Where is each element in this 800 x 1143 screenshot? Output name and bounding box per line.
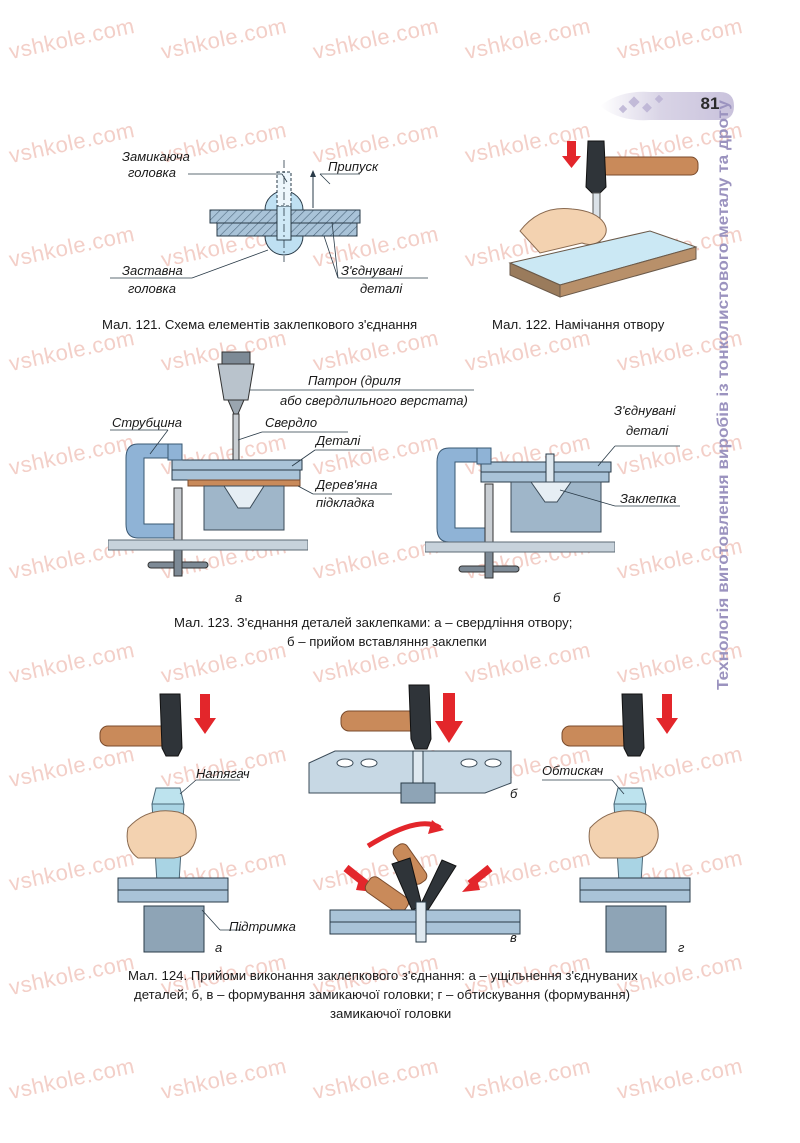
watermark-text: vshkole.com	[158, 1053, 289, 1105]
watermark-text: vshkole.com	[462, 1053, 593, 1105]
rivet-joint-diagram	[209, 160, 361, 262]
rivet-insertion-illustration	[425, 447, 615, 579]
side-section-title: Технологія виготовлення виробів із тонко…	[715, 100, 732, 690]
caption-fig124-line3: замикаючої головки	[330, 1006, 452, 1021]
label-crimp: Обтискач	[542, 763, 604, 778]
watermark-text: vshkole.com	[158, 13, 289, 65]
label-closing-head-2: головка	[128, 165, 176, 180]
crimping-illustration	[561, 693, 691, 953]
compacting-illustration	[99, 693, 229, 953]
fig123b-leaders	[559, 445, 680, 507]
watermark-text: vshkole.com	[614, 13, 745, 65]
label-clamp: Струбцина	[112, 415, 183, 430]
label-joined-parts-2: деталі	[360, 281, 403, 296]
forming-head-v-illustration	[329, 820, 521, 943]
watermark-text: vshkole.com	[462, 13, 593, 65]
watermark-text: vshkole.com	[6, 1053, 137, 1105]
caption-fig123-line1: Мал. 123. З'єднання деталей заклепками: …	[174, 615, 573, 630]
subfig-label-124v: в	[510, 930, 517, 945]
subfig-label-a: а	[235, 590, 243, 605]
fig123a-leaders	[110, 389, 474, 495]
forming-head-b-illustration	[308, 684, 512, 804]
label-support: Підтримка	[229, 919, 296, 934]
subfig-label-124a: а	[215, 940, 223, 955]
label-chuck-1: Патрон (дриля	[308, 373, 401, 388]
fig124a-leaders	[179, 779, 244, 931]
watermark-text: vshkole.com	[158, 637, 289, 689]
label-puller: Натягач	[196, 766, 250, 781]
fig121-leaders	[110, 173, 428, 279]
label-wooden-pad-2: підкладка	[316, 495, 375, 510]
subfig-label-124g: г	[678, 940, 685, 955]
watermark-text: vshkole.com	[310, 1053, 441, 1105]
label-set-head-2: головка	[128, 281, 176, 296]
side-title-text: Технологія виготовлення виробів із тонко…	[715, 100, 732, 690]
caption-fig124-line1: Мал. 124. Прийоми виконання заклепкового…	[128, 968, 638, 983]
watermark-text: vshkole.com	[6, 13, 137, 65]
caption-fig122: Мал. 122. Намічання отвору	[492, 317, 665, 332]
caption-fig124-line2: деталей; б, в – формування замикаючої го…	[134, 987, 630, 1002]
label-drill: Свердло	[265, 415, 318, 430]
fig124g-leaders	[542, 779, 625, 795]
watermark-text: vshkole.com	[310, 533, 441, 585]
label-joined-parts-1: З'єднувані	[341, 263, 403, 278]
drilling-setup-illustration	[108, 351, 308, 577]
subfig-label-124b: б	[510, 786, 518, 801]
label-parts: Деталі	[316, 433, 361, 448]
marking-hole-illustration	[508, 140, 699, 298]
label-joined-parts-b-1: З'єднувані	[614, 403, 676, 418]
subfig-label-b: б	[553, 590, 561, 605]
page-number-tab	[600, 91, 734, 121]
watermark-text: vshkole.com	[614, 1053, 745, 1105]
label-rivet: Заклепка	[620, 491, 677, 506]
caption-fig121: Мал. 121. Схема елементів заклепкового з…	[102, 317, 418, 332]
label-wooden-pad-1: Дерев'яна	[316, 477, 378, 492]
page-number: 81	[700, 94, 720, 113]
watermark-text: vshkole.com	[6, 949, 137, 1001]
label-chuck-2: або свердлильного верстата)	[280, 393, 468, 408]
watermark-text: vshkole.com	[6, 637, 137, 689]
label-set-head-1: Заставна	[122, 263, 183, 278]
label-closing-head-1: Замикаюча	[122, 149, 190, 164]
watermark-text: vshkole.com	[310, 13, 441, 65]
label-allowance: Припуск	[328, 159, 379, 174]
label-joined-parts-b-2: деталі	[626, 423, 669, 438]
caption-fig123-line2: б – прийом вставляння заклепки	[287, 634, 487, 649]
